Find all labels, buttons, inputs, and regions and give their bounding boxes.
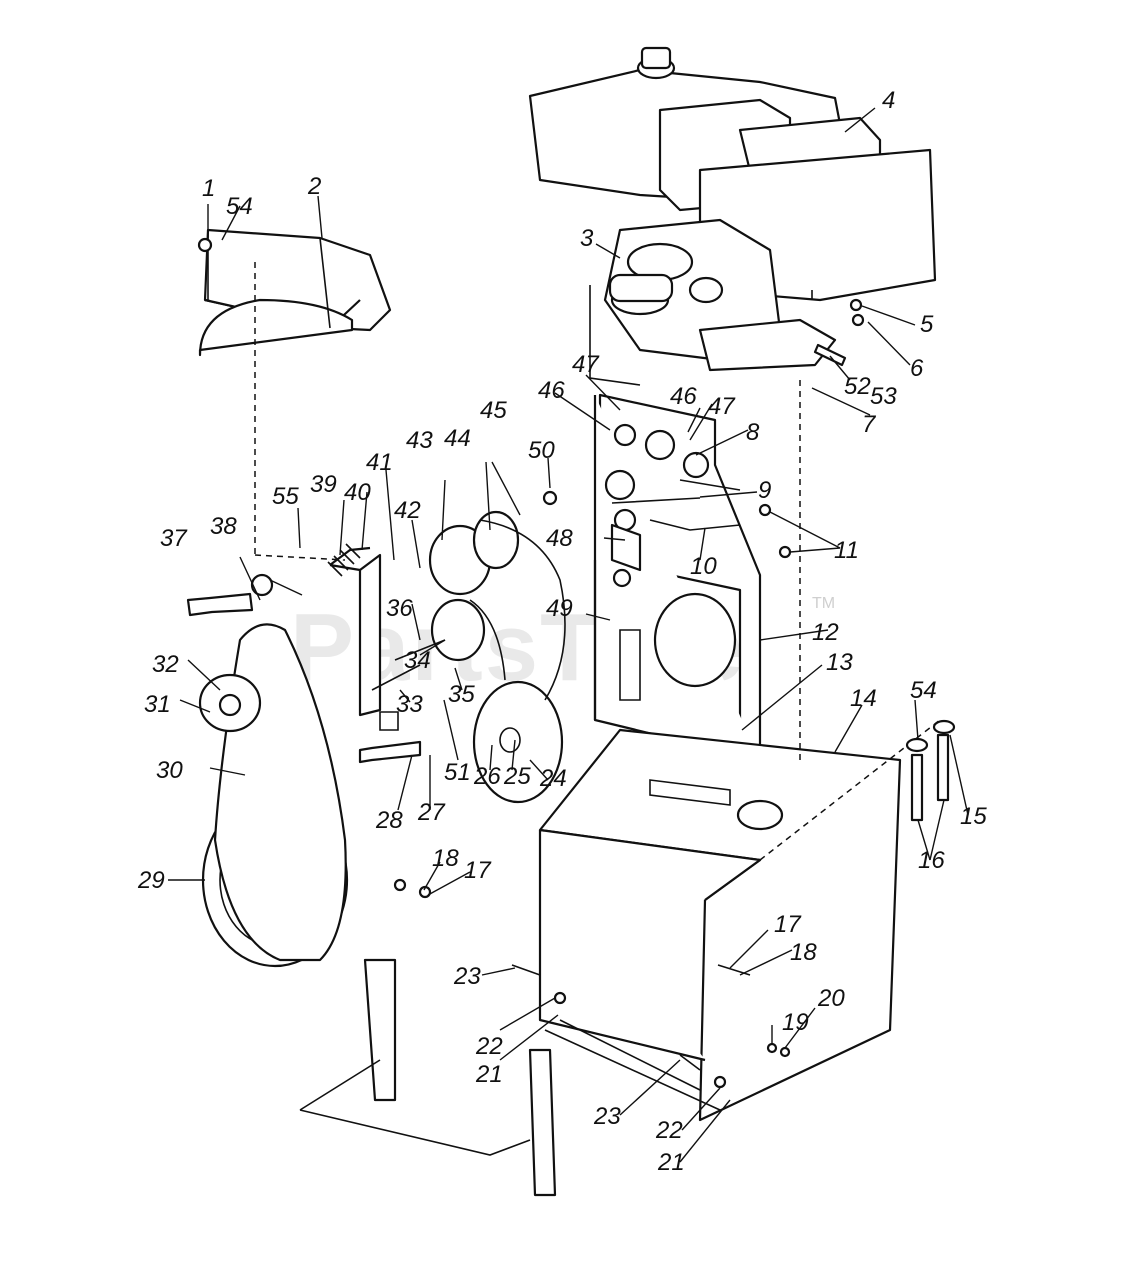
callout-label: 28	[375, 807, 403, 834]
callout-label: 3	[580, 225, 594, 252]
housing	[538, 380, 941, 1122]
engine	[528, 46, 937, 386]
callout-labels: 1 54 2 3 4 5 6 52 53 7 47 46 46 47 8 50 …	[137, 87, 987, 1176]
callout-label: 51	[444, 759, 471, 786]
side-rails	[299, 958, 721, 1197]
callout-label: 18	[790, 939, 817, 966]
callout-label: 50	[528, 437, 555, 464]
leader-lines	[168, 107, 969, 1163]
callout-label: 54	[910, 677, 937, 704]
callout-label: 23	[593, 1103, 621, 1130]
callout-label: 32	[152, 651, 179, 678]
callout-label: 35	[448, 681, 475, 708]
bolts-16	[905, 719, 956, 822]
callout-label: 16	[918, 847, 945, 874]
callout-label: 13	[826, 649, 853, 676]
callout-label: 27	[417, 799, 446, 826]
callout-label: 31	[144, 691, 171, 718]
bolt-37	[186, 573, 274, 617]
callout-label: 10	[690, 553, 717, 580]
callout-label: 44	[444, 425, 471, 452]
pulley-44	[428, 510, 566, 701]
callout-label: 36	[386, 595, 413, 622]
callout-label: 12	[812, 619, 839, 646]
callout-label: 40	[344, 479, 371, 506]
callout-label: 8	[746, 419, 760, 446]
callout-label: 18	[432, 845, 459, 872]
callout-label: 11	[834, 537, 859, 564]
callout-label: 25	[503, 763, 531, 790]
small-hardware	[197, 237, 865, 1089]
callout-label: 22	[655, 1117, 683, 1144]
callout-label: 24	[539, 765, 567, 792]
idler-bracket	[327, 543, 446, 731]
callout-label: 20	[817, 985, 845, 1012]
callout-label: 47	[572, 351, 600, 378]
callout-label: 4	[882, 87, 895, 114]
callout-label: 30	[156, 757, 183, 784]
callout-label: 2	[307, 173, 321, 200]
belt-cover	[198, 228, 392, 561]
callout-label: 23	[453, 963, 481, 990]
callout-label: 48	[546, 525, 573, 552]
callout-label: 26	[473, 763, 501, 790]
callout-label: 14	[850, 685, 877, 712]
callout-label: 52	[844, 373, 871, 400]
watermark-trademark: TM	[812, 595, 835, 612]
callout-label: 22	[475, 1033, 503, 1060]
callout-label: 15	[960, 803, 987, 830]
callout-label: 38	[210, 513, 237, 540]
callout-label: 21	[475, 1061, 503, 1088]
callout-label: 33	[396, 691, 423, 718]
bolt-28	[358, 740, 422, 764]
callout-label: 39	[310, 471, 337, 498]
callout-label: 53	[870, 383, 897, 410]
callout-label: 17	[774, 911, 802, 938]
callout-label: 37	[160, 525, 188, 552]
callout-label: 34	[404, 647, 431, 674]
callout-label: 7	[862, 411, 877, 438]
callout-label: 43	[406, 427, 433, 454]
callout-label: 46	[670, 383, 697, 410]
callout-label: 17	[464, 857, 492, 884]
callout-label: 45	[480, 397, 507, 424]
frame-plate	[593, 393, 762, 832]
callout-label: 47	[708, 393, 736, 420]
callout-label: 46	[538, 377, 565, 404]
callout-label: 54	[226, 193, 253, 220]
callout-label: 5	[920, 311, 934, 338]
callout-label: 55	[272, 483, 299, 510]
callout-label: 19	[782, 1009, 809, 1036]
callout-label: 42	[394, 497, 421, 524]
callout-label: 9	[758, 477, 771, 504]
callout-label: 6	[910, 355, 924, 382]
callout-label: 49	[546, 595, 573, 622]
callout-label: 21	[657, 1149, 685, 1176]
callout-label: 29	[137, 867, 165, 894]
callout-label: 41	[366, 449, 393, 476]
callout-label: 1	[202, 175, 215, 202]
pulley-small-32	[198, 673, 262, 733]
